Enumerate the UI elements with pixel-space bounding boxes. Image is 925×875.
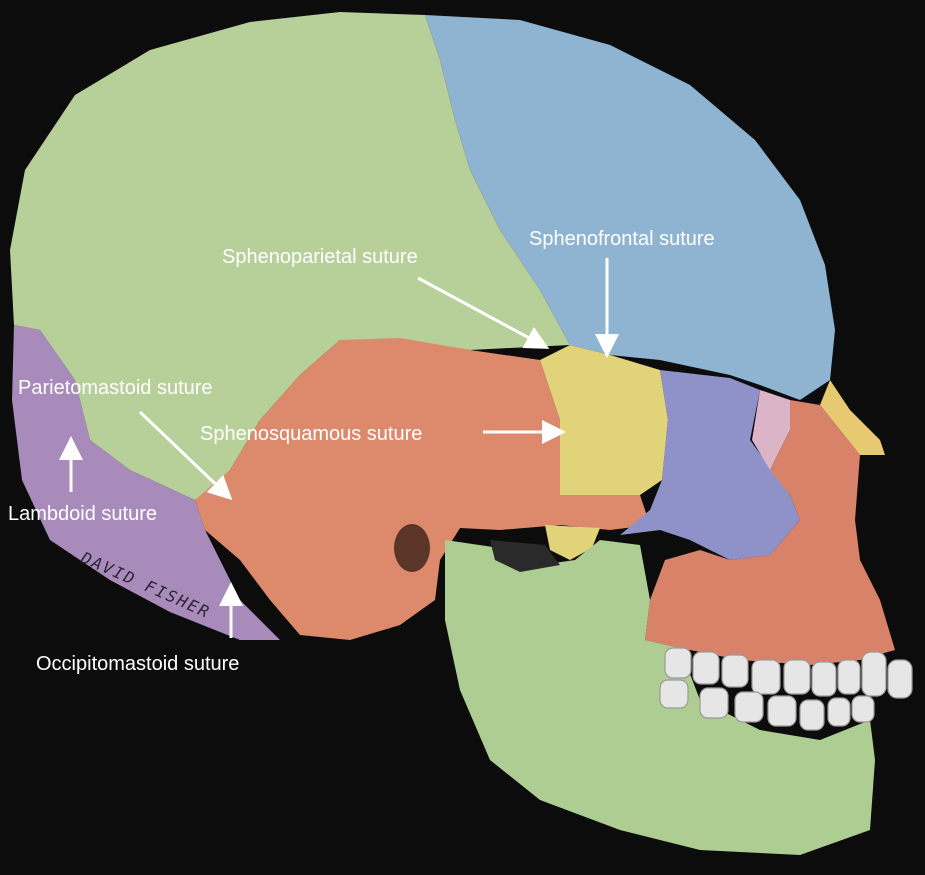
mandibular-notch bbox=[490, 540, 560, 572]
lacrimal-bone bbox=[752, 390, 790, 470]
nasal-bone bbox=[820, 380, 885, 455]
lambdoid-suture-label: Lambdoid suture bbox=[8, 503, 157, 525]
teeth bbox=[659, 647, 913, 731]
sphenosquamous-suture-label: Sphenosquamous suture bbox=[200, 423, 423, 445]
maxilla-bone bbox=[645, 400, 895, 665]
sphenofrontal-suture-label: Sphenofrontal suture bbox=[529, 228, 715, 250]
parietomastoid-suture-label: Parietomastoid suture bbox=[18, 377, 213, 399]
parietomastoid-arrow bbox=[138, 410, 233, 501]
zygomatic-bone bbox=[620, 370, 800, 560]
sphenoid-bone bbox=[540, 345, 668, 560]
occipitomastoid-suture-label: Occipitomastoid suture bbox=[36, 653, 240, 675]
sphenoparietal-arrow bbox=[417, 276, 550, 349]
occipital-bone bbox=[12, 325, 280, 640]
parietal-bone bbox=[10, 12, 570, 500]
ear-canal bbox=[394, 524, 430, 572]
temporal-bone bbox=[195, 338, 650, 640]
frontal-bone bbox=[425, 15, 835, 400]
sphenoparietal-suture-label: Sphenoparietal suture bbox=[222, 246, 418, 268]
